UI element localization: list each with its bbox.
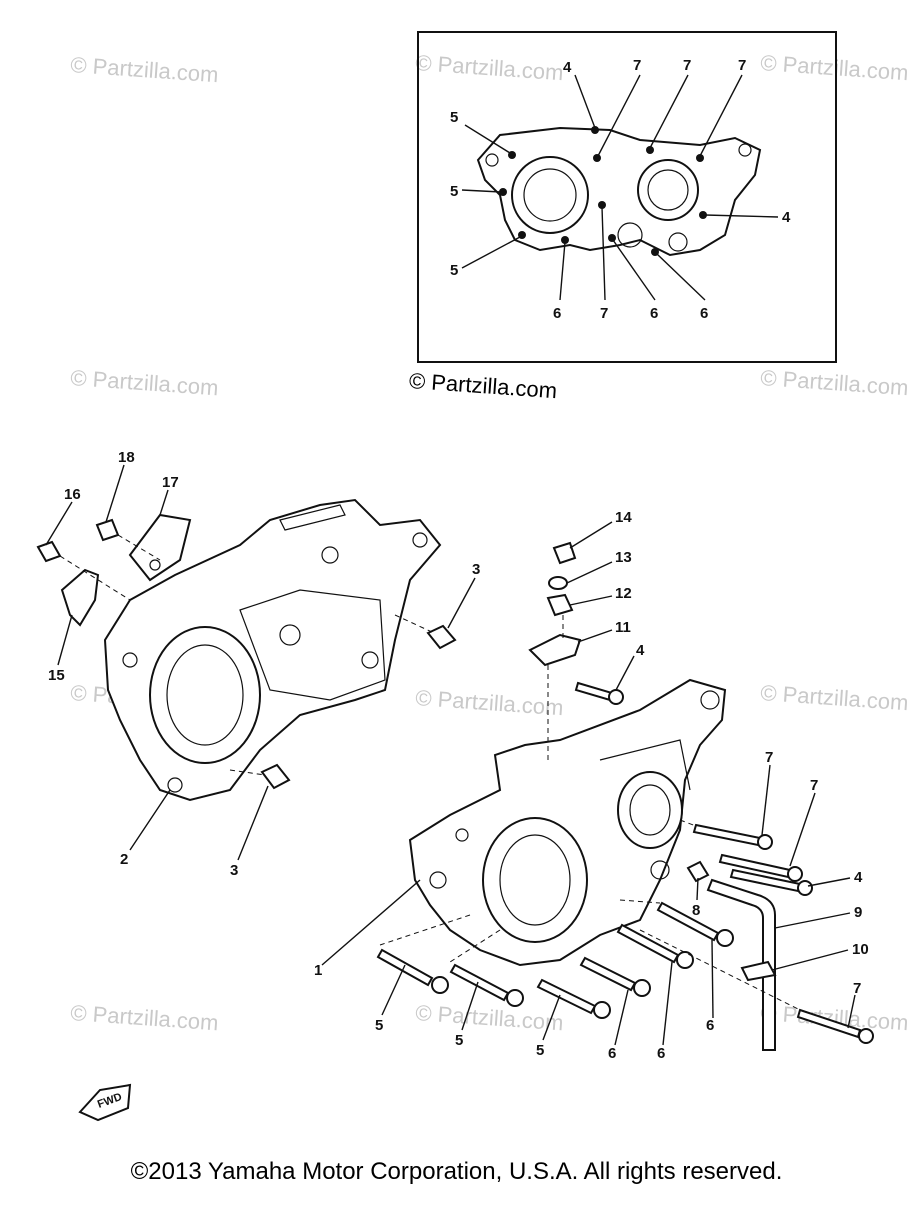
inset-view: 4 7 7 7 5 5 5 4 6 7 6 6 [417, 31, 837, 363]
callout-label: 7 [600, 305, 608, 322]
inset-frame [417, 31, 837, 363]
callout-label: 6 [650, 305, 658, 322]
callout-label: 7 [810, 777, 818, 794]
watermark: © Partzilla.com [760, 680, 910, 715]
bolt-6 [579, 956, 637, 992]
callout-label: 11 [615, 619, 631, 636]
callout-label: 4 [782, 209, 791, 226]
bracket-15 [60, 568, 100, 627]
clamp-12 [546, 593, 574, 617]
main-callouts: 18 17 16 15 3 2 3 14 13 12 11 4 7 7 4 8 … [48, 449, 869, 1062]
bearing-housing [617, 771, 683, 849]
callout-label: 17 [162, 474, 179, 491]
callout-label: 2 [120, 851, 128, 868]
dowel-8 [686, 860, 710, 883]
watermark: © Partzilla.com [760, 365, 910, 400]
callout-label: 5 [455, 1032, 463, 1049]
bearing-bore [637, 159, 699, 221]
inset-callouts: 4 7 7 7 5 5 5 4 6 7 6 6 [450, 57, 791, 322]
bolt-16 [36, 540, 62, 563]
callout-label: 7 [853, 980, 861, 997]
right-crankcase-half [376, 541, 874, 1051]
callout-label: 7 [765, 749, 773, 766]
holder-11 [528, 633, 582, 667]
callout-label: 6 [700, 305, 708, 322]
callout-label: 6 [553, 305, 561, 322]
watermark: © Partzilla.com [415, 685, 565, 720]
plate-17 [128, 513, 192, 582]
crank-opening [482, 817, 588, 943]
pipe-9 [706, 878, 776, 1051]
callout-label: 12 [615, 585, 632, 602]
callout-label: 7 [633, 57, 641, 74]
main-leader-lines [45, 464, 856, 1046]
callout-label: 7 [683, 57, 691, 74]
clamp-10 [740, 960, 777, 982]
callout-label: 3 [472, 561, 480, 578]
watermark: © Partzilla.com [415, 50, 565, 85]
fwd-arrow-icon: FWD [78, 1083, 132, 1122]
crank-bore [511, 156, 589, 234]
callout-label: 13 [615, 549, 632, 566]
callout-label: 5 [450, 183, 458, 200]
callout-label: 1 [314, 962, 322, 979]
callout-label: 4 [636, 642, 645, 659]
bolt-5 [449, 963, 510, 1002]
dowel-pin [426, 624, 457, 650]
copyright-notice: ©2013 Yamaha Motor Corporation, U.S.A. A… [130, 1158, 783, 1185]
left-crankcase-half [36, 498, 457, 802]
watermark: © Partzilla.com [415, 1000, 565, 1035]
watermark: © Partzilla.com [760, 50, 910, 85]
callout-label: 3 [230, 862, 238, 879]
bolt-6 [656, 901, 720, 942]
bolt-7 [692, 823, 762, 847]
callout-label: 5 [536, 1042, 544, 1059]
callout-label: 18 [118, 449, 135, 466]
dowel-pin [260, 763, 291, 790]
washer-13 [548, 576, 568, 590]
callout-label: 7 [738, 57, 746, 74]
callout-label: 4 [854, 869, 863, 886]
bolt-5 [536, 978, 597, 1015]
callout-label: 6 [657, 1045, 665, 1062]
watermark: © Partzilla.com [70, 365, 220, 400]
callout-label: 5 [450, 109, 458, 126]
callout-label: 4 [563, 59, 572, 76]
watermark: © Partzilla.com [70, 1000, 220, 1035]
watermark: © Partzilla.com [70, 52, 220, 87]
callout-label: 5 [375, 1017, 383, 1034]
callout-label: 6 [608, 1045, 616, 1062]
callout-label: 16 [64, 486, 81, 503]
callout-label: 6 [706, 1017, 714, 1034]
bolt-4 [574, 681, 614, 702]
callout-label: 10 [852, 941, 869, 958]
bolt-18 [95, 518, 120, 542]
bolt-7 [796, 1008, 862, 1039]
callout-label: 14 [615, 509, 632, 526]
callout-label: 9 [854, 904, 862, 921]
callout-label: 8 [692, 902, 700, 919]
callout-label: 15 [48, 667, 65, 684]
callout-label: 5 [450, 262, 458, 279]
screw-14 [552, 541, 577, 565]
bolt-5 [376, 948, 434, 987]
bolt-6 [616, 923, 680, 964]
